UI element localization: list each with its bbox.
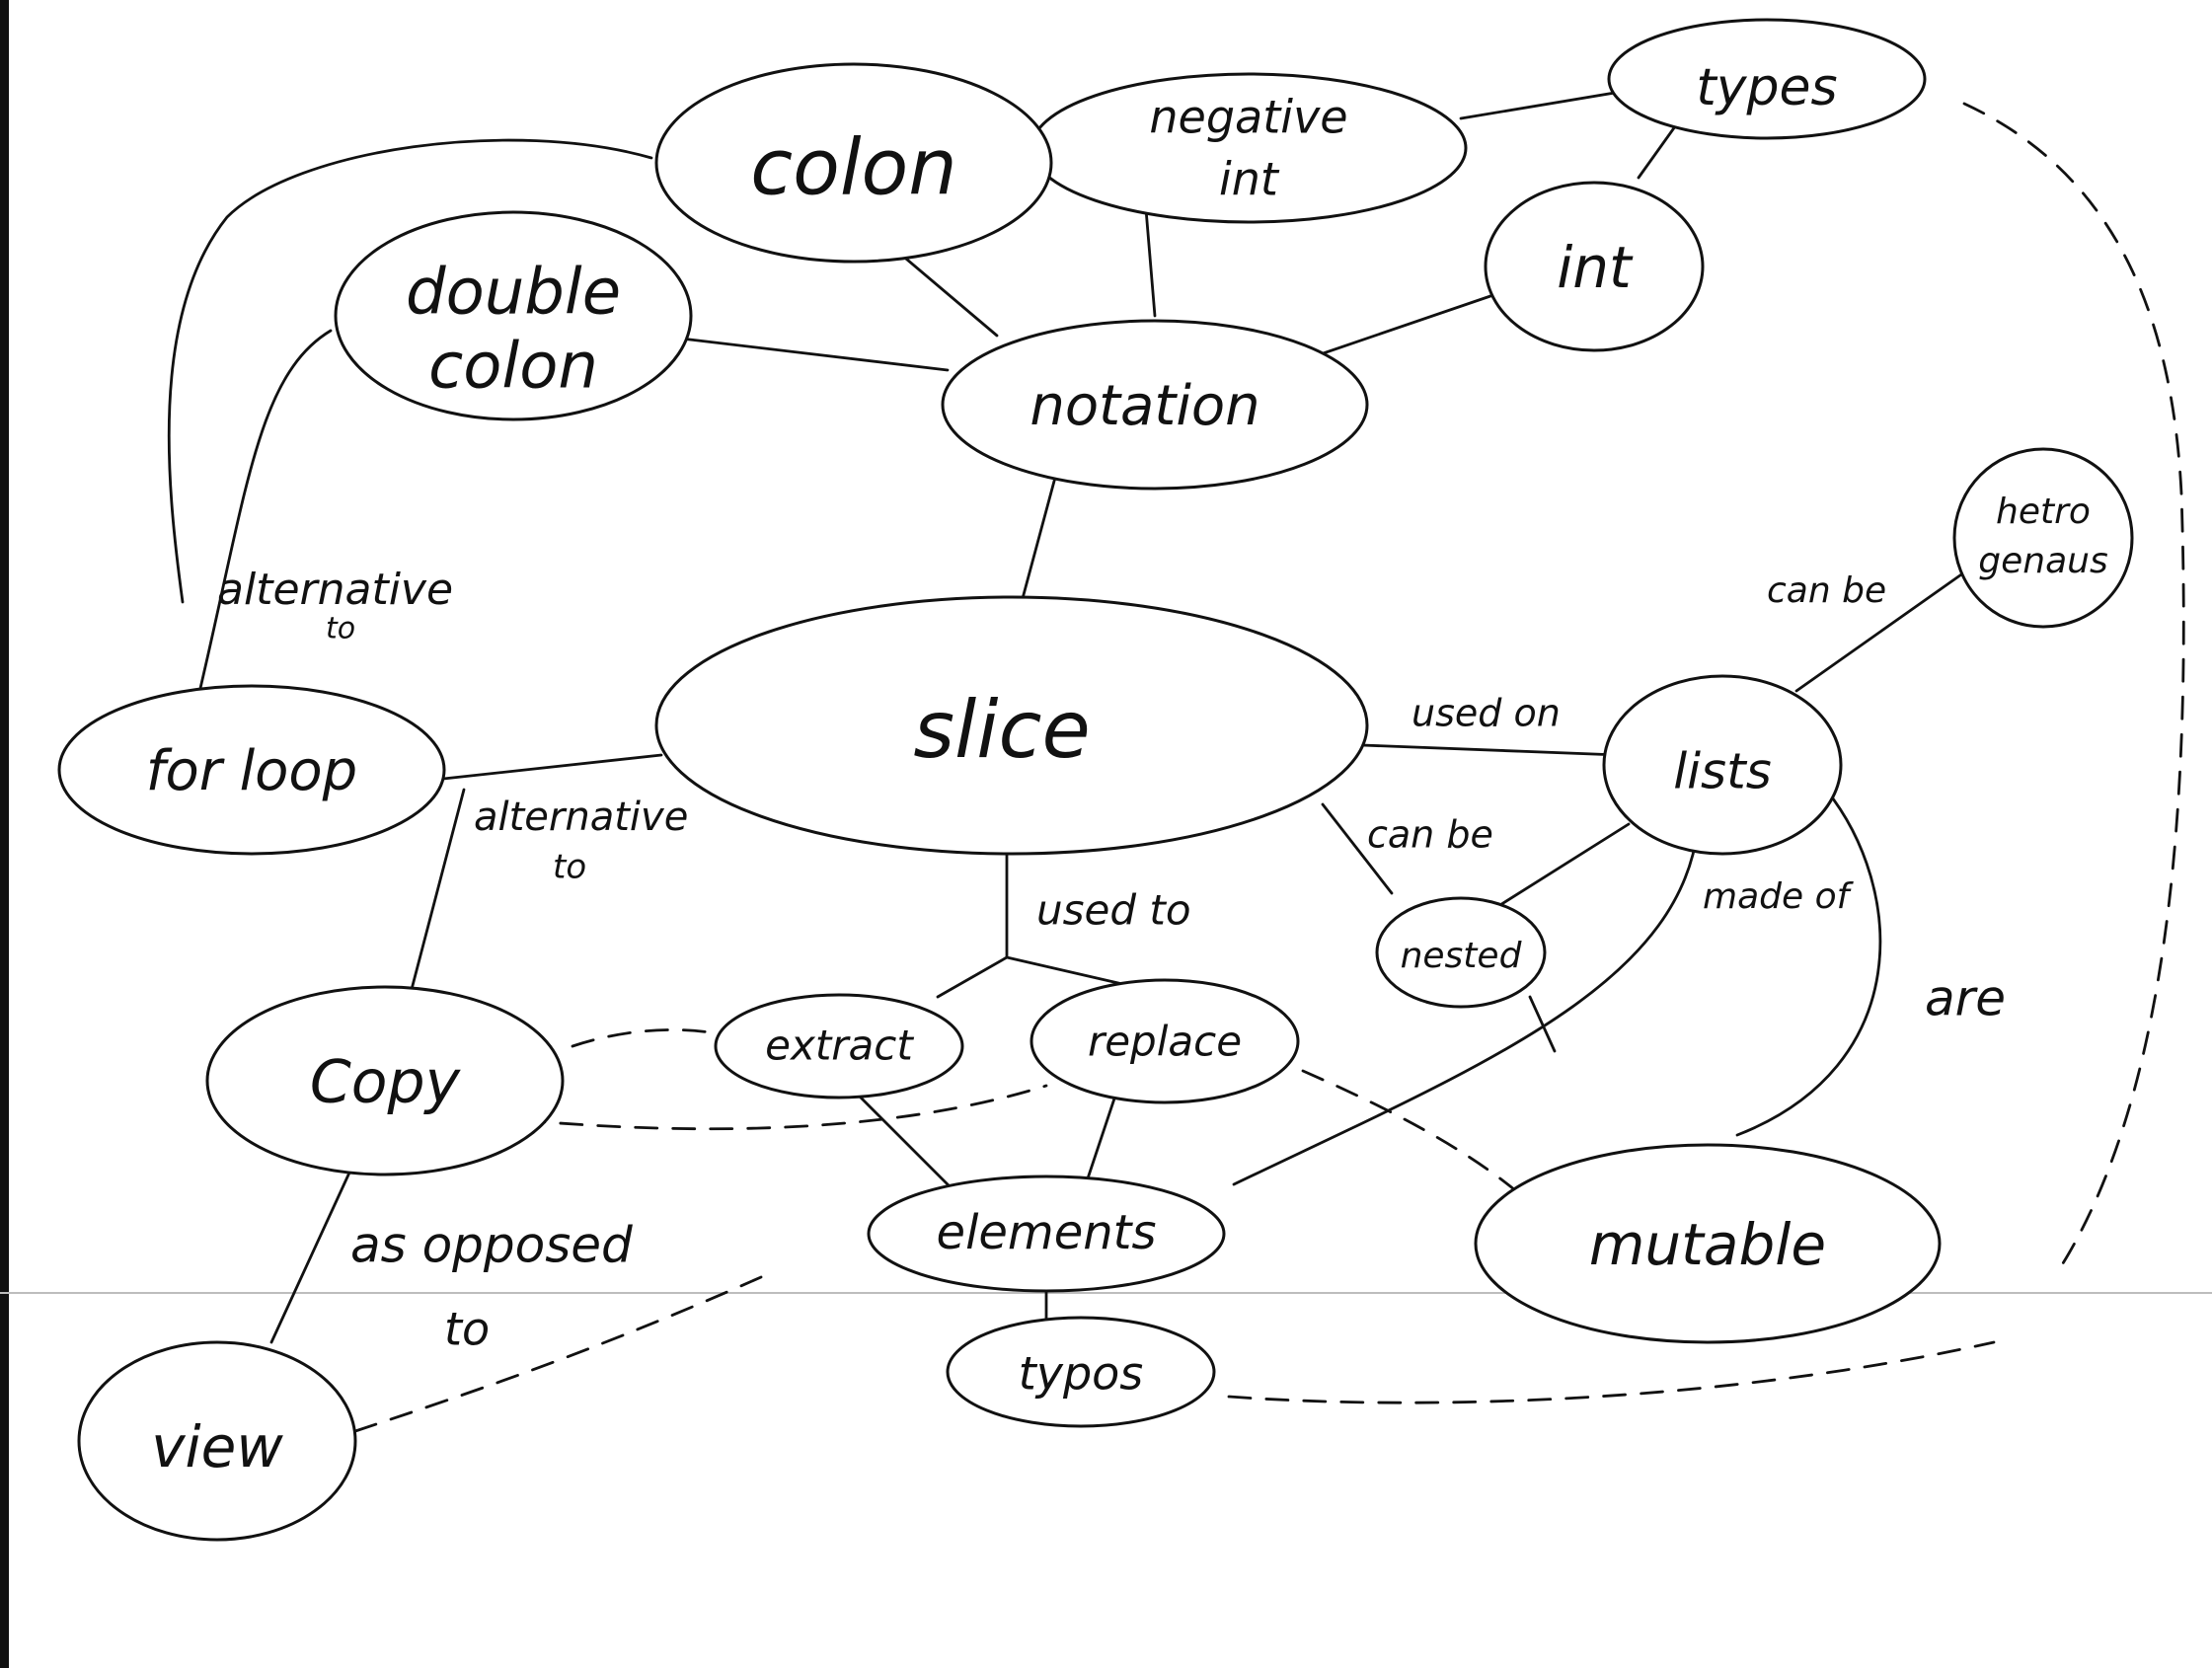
node-int-label: int <box>1557 234 1634 301</box>
edge-replace-elements <box>1084 1094 1117 1186</box>
label-alternative-to-forloop: alternative <box>217 565 453 615</box>
label-used-on: used on <box>1411 692 1561 735</box>
edge-lists-mutable <box>1735 788 1882 1137</box>
dash-types-mutable <box>1962 102 2185 1265</box>
edge-doublecolon-forloop <box>195 329 333 703</box>
node-colon[interactable]: colon <box>654 62 1053 264</box>
edge-labels: alternative to alternative to used on ca… <box>217 565 2006 1356</box>
label-used-to: used to <box>1036 886 1191 935</box>
node-nested[interactable]: nested <box>1375 896 1547 1009</box>
node-hetro-label: hetro <box>1996 492 2091 532</box>
label-made-of: made of <box>1703 876 1855 917</box>
dash-copy-extract <box>571 1028 732 1048</box>
edge-lists-nested <box>1493 822 1631 910</box>
node-view[interactable]: view <box>77 1340 357 1542</box>
edge-notation-slice <box>1020 472 1058 604</box>
node-colon-label: colon <box>750 123 956 212</box>
node-elements[interactable]: elements <box>867 1175 1226 1293</box>
label-can-be-hetro: can be <box>1767 570 1886 611</box>
node-for-loop[interactable]: for loop <box>57 684 446 856</box>
node-double-colon[interactable]: double colon <box>334 210 693 421</box>
node-copy-label: Copy <box>310 1048 462 1117</box>
node-int[interactable]: int <box>1484 181 1705 352</box>
node-hetrogenaus[interactable]: hetro genaus <box>1952 447 2134 629</box>
node-nested-label: nested <box>1401 936 1523 976</box>
node-view-label: view <box>151 1413 283 1480</box>
node-elements-label: elements <box>937 1205 1157 1260</box>
label-alternative-to-copy-to: to <box>553 848 586 887</box>
edge-forloop-slice <box>432 753 663 782</box>
node-slice-label: slice <box>913 684 1090 776</box>
node-typos-label: typos <box>1019 1347 1144 1401</box>
edge-extract-elements <box>847 1084 959 1196</box>
node-notation-label: notation <box>1030 374 1259 438</box>
node-slice[interactable]: slice <box>654 595 1369 856</box>
node-replace-label: replace <box>1088 1018 1242 1066</box>
dash-copy-replace <box>521 1084 1048 1131</box>
edge-nested-elements <box>1528 995 1557 1053</box>
node-notation[interactable]: notation <box>941 319 1369 491</box>
node-negative-label: negative <box>1149 91 1347 144</box>
node-typos[interactable]: typos <box>946 1316 1216 1428</box>
node-replace[interactable]: replace <box>1030 978 1300 1104</box>
dash-replace-mutable <box>1301 1069 1522 1196</box>
node-types-label: types <box>1696 58 1837 117</box>
edge-slice-extract <box>936 955 1009 999</box>
node-lists-label: lists <box>1673 743 1772 800</box>
dash-view-elements <box>353 1271 772 1433</box>
edge-colon-forloop <box>167 138 653 604</box>
edge-slice-lists <box>1360 743 1621 757</box>
edge-int-notation <box>1301 294 1492 362</box>
node-mutable[interactable]: mutable <box>1474 1143 1942 1344</box>
node-copy[interactable]: Copy <box>205 985 565 1176</box>
node-double-colon-label: colon <box>428 331 598 404</box>
dash-typos-mutable <box>1227 1340 1996 1404</box>
edge-lists-hetro <box>1794 570 1966 693</box>
label-can-be-nested: can be <box>1367 813 1493 857</box>
node-extract-label: extract <box>765 1022 914 1070</box>
node-negative-int[interactable]: negative int <box>1030 72 1468 224</box>
node-negative-int-label: int <box>1219 153 1280 206</box>
edge-slice-copy <box>408 788 466 999</box>
node-types[interactable]: types <box>1607 18 1927 140</box>
dashed-edges <box>353 102 2185 1433</box>
edge-doublecolon-notation <box>654 334 950 372</box>
node-lists[interactable]: lists <box>1602 674 1843 856</box>
node-mutable-label: mutable <box>1589 1211 1826 1278</box>
node-genaus-label: genaus <box>1978 541 2107 581</box>
label-alternative-to-copy: alternative <box>474 795 688 840</box>
label-are: are <box>1925 970 2006 1027</box>
node-extract[interactable]: extract <box>714 993 964 1099</box>
node-double-label: double <box>406 257 621 330</box>
edge-slice-nested <box>1321 802 1394 895</box>
label-as-opposed: as opposed <box>350 1217 633 1274</box>
label-alternative-to-forloop-to: to <box>326 612 355 646</box>
node-for-loop-label: for loop <box>146 739 357 803</box>
edge-lists-elements <box>1232 827 1700 1186</box>
label-as-opposed-to: to <box>444 1303 490 1356</box>
edge-copy-view <box>269 1158 357 1344</box>
